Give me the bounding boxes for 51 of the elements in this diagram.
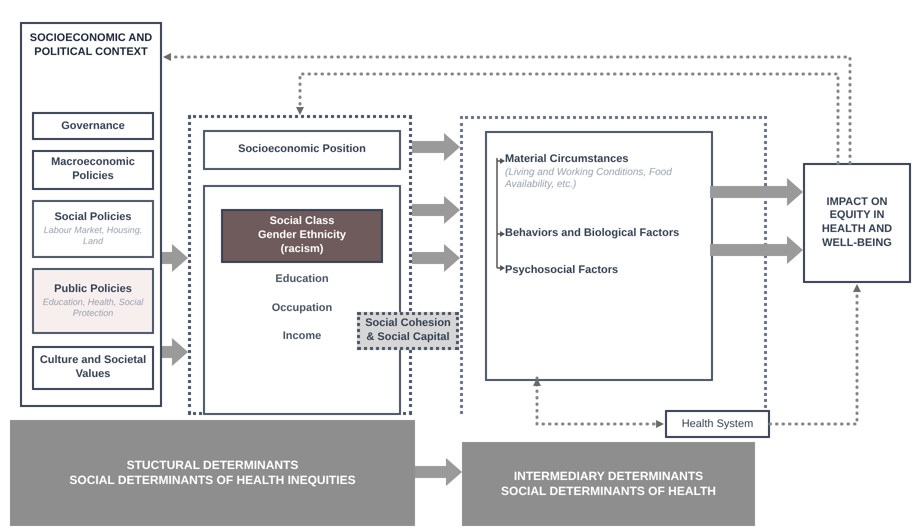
- block-arrow: [162, 338, 188, 366]
- dotted-arrow: [162, 53, 852, 164]
- band-title: SOCIAL DETERMINANTS OF HEALTH: [501, 484, 716, 499]
- box-label: Culture and Societal Values: [38, 354, 148, 382]
- box-sublabel: Labour Market, Housing, Land: [42, 224, 144, 248]
- block-arrow: [415, 458, 462, 486]
- outcome-box: [803, 163, 911, 283]
- panel-title: SOCIOECONOMIC AND POLITICAL CONTEXT: [28, 32, 154, 60]
- box-sublabel: Education, Health, Social Protection: [42, 296, 144, 320]
- stratifier-box: [221, 209, 383, 263]
- box-label: Education: [275, 272, 329, 287]
- factor-label: Behaviors and Biological Factors: [505, 227, 680, 241]
- dotted-arrow: [533, 376, 666, 428]
- factor-label: Psychosocial Factors: [505, 264, 620, 278]
- dotted-arrow: [296, 72, 840, 164]
- cohesion-box: [357, 312, 459, 350]
- dotted-arrow: [768, 282, 861, 426]
- box-label: Social Class Gender Ethnicity (racism): [256, 215, 348, 257]
- factors-box: [485, 131, 713, 381]
- box-label: Income: [282, 329, 322, 344]
- context-panel: [20, 22, 162, 407]
- category-band: [462, 442, 755, 526]
- category-band: [10, 420, 415, 526]
- block-arrow: [162, 244, 188, 272]
- factor-label: Material Circumstances: [505, 153, 630, 167]
- policy-box: [32, 200, 154, 258]
- policy-box: [32, 150, 154, 190]
- band-title: STUCTURAL DETERMINANTS: [126, 458, 300, 473]
- box-label: Public Policies: [53, 282, 133, 297]
- band-title: INTERMEDIARY DETERMINANTS: [512, 469, 704, 484]
- box-label: Social Policies: [53, 210, 133, 225]
- policy-box: [32, 346, 154, 390]
- box-label: Socioeconomic Position: [238, 143, 366, 157]
- dotted-group-box: [460, 116, 767, 414]
- box-label: Occupation: [272, 300, 332, 316]
- policy-box: [32, 112, 154, 140]
- factor-sublabel: (Living and Working Conditions, Food Availability, etc.): [505, 166, 673, 192]
- box-label: Health System: [682, 416, 754, 432]
- box-label: Social Cohesion & Social Capital: [364, 317, 452, 345]
- block-arrow: [710, 178, 803, 206]
- block-arrow: [412, 244, 460, 272]
- block-arrow: [412, 133, 460, 161]
- block-arrow: [710, 236, 803, 264]
- position-box: [203, 130, 401, 170]
- health-system-box: [665, 410, 770, 438]
- box-label: Governance: [61, 118, 125, 134]
- box-label: IMPACT ON EQUITY IN HEALTH AND WELL-BEING: [820, 196, 894, 250]
- policy-box: [32, 268, 154, 334]
- band-title: SOCIAL DETERMINANTS OF HEALTH INEQUITIES: [69, 473, 356, 488]
- box-label: Macroeconomic Policies: [50, 156, 136, 184]
- block-arrow: [412, 196, 460, 224]
